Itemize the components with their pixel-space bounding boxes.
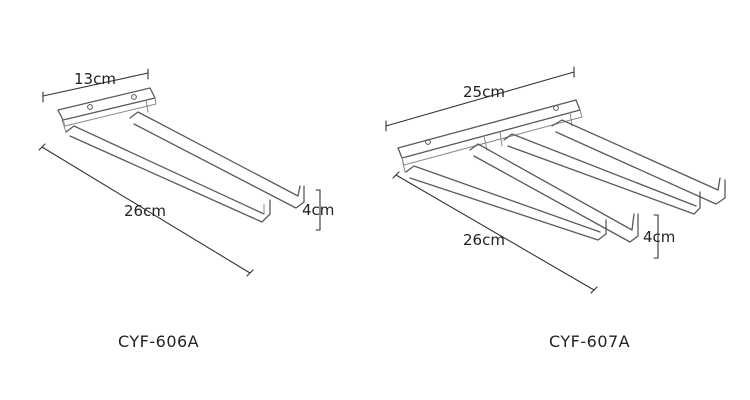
rack-607a-screw-hole-right xyxy=(553,105,559,111)
rack-606a-model-label: CYF-606A xyxy=(118,332,200,351)
rack-607a-arm-3 xyxy=(469,143,635,231)
rack-607a-model-label: CYF-607A xyxy=(549,332,631,351)
rack-606a-width-label: 13cm xyxy=(74,70,116,88)
rack-607a-length-dimension xyxy=(395,174,595,291)
rack-606a-arm-front xyxy=(65,125,265,215)
rack-607a-length-label: 26cm xyxy=(463,231,505,249)
rack-607a-width-label: 25cm xyxy=(463,83,505,101)
rack-607a-arm-2 xyxy=(503,133,697,207)
rack-606a-length-dimension xyxy=(41,146,251,274)
rack-606a-width-dimension xyxy=(42,72,149,97)
rack-606a-screw-hole-right xyxy=(131,94,137,100)
rack-607a-width-dimension xyxy=(385,71,575,127)
rack-607a-arm-1 xyxy=(551,119,721,191)
rack-607a-height-label: 4cm xyxy=(643,228,676,246)
rack-606a-mount-plate xyxy=(57,87,156,121)
rack-606a-height-label: 4cm xyxy=(302,201,335,219)
rack-607a-drawing xyxy=(385,66,726,294)
rack-606a-drawing xyxy=(38,68,321,277)
rack-607a-screw-hole-left xyxy=(425,139,431,145)
rack-606a-length-label: 26cm xyxy=(124,202,166,220)
rack-606a-arm-rear xyxy=(129,111,301,197)
rack-606a-screw-hole-left xyxy=(87,104,93,110)
rack-606a-height-dimension xyxy=(315,189,321,231)
rack-607a-height-dimension xyxy=(653,214,659,259)
rack-607a-arm-4 xyxy=(405,165,601,233)
